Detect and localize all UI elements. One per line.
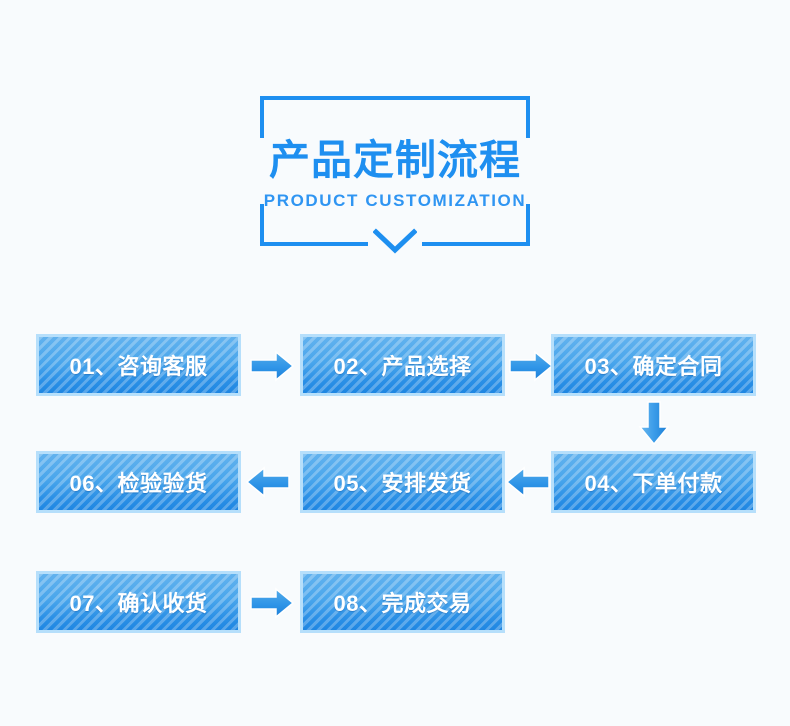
flow-step-label: 07、确认收货 [69,591,208,616]
flow-step-label: 06、检验验货 [69,471,208,496]
flow-step-08[interactable]: 08、完成交易 [300,571,505,633]
flow-step-04[interactable]: 04、下单付款 [551,451,756,513]
page-title: 产品定制流程 [269,137,521,183]
arrow-right-icon [250,587,295,619]
flow-step-02[interactable]: 02、产品选择 [300,334,505,396]
arrow-left-icon [245,466,290,498]
flow-step-01[interactable]: 01、咨询客服 [36,334,241,396]
arrow-right-icon [509,350,554,382]
flow-step-07[interactable]: 07、确认收货 [36,571,241,633]
flow-step-label: 01、咨询客服 [69,354,208,379]
flow-step-label: 02、产品选择 [333,354,472,379]
flow-step-label: 03、确定合同 [584,354,723,379]
flow-step-label: 08、完成交易 [333,591,472,616]
flow-step-label: 04、下单付款 [584,471,723,496]
arrow-right-icon [250,350,295,382]
flow-step-06[interactable]: 06、检验验货 [36,451,241,513]
flow-step-label: 05、安排发货 [333,471,472,496]
arrow-down-icon [638,401,670,446]
flow-step-03[interactable]: 03、确定合同 [551,334,756,396]
page-subtitle: PRODUCT CUSTOMIZATION [263,191,527,210]
arrow-left-icon [505,466,550,498]
flow-step-05[interactable]: 05、安排发货 [300,451,505,513]
